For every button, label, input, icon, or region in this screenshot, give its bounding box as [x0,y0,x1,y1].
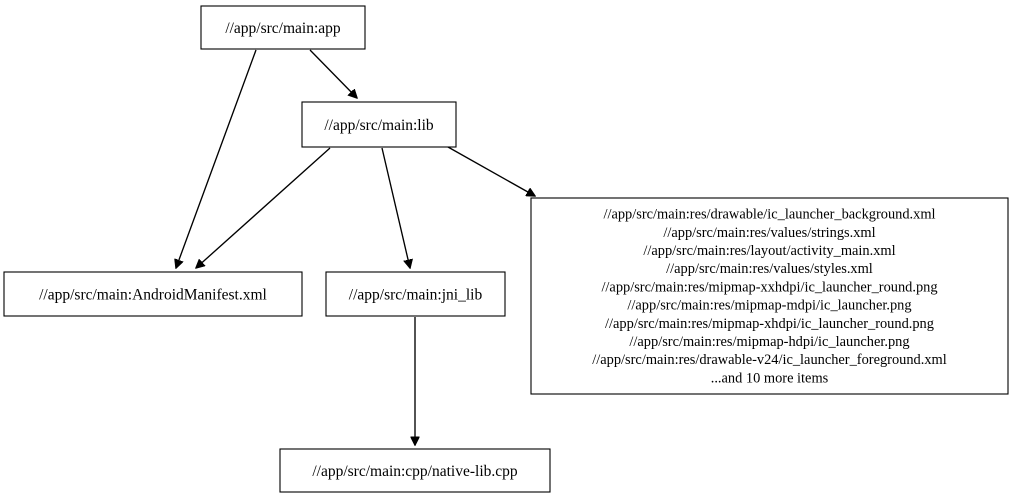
node-manifest[interactable]: //app/src/main:AndroidManifest.xml [3,271,303,317]
node-res_group[interactable]: //app/src/main:res/drawable/ic_launcher_… [530,197,1009,395]
edge-line [176,49,257,268]
node-native_lib[interactable]: //app/src/main:cpp/native-lib.cpp [279,448,551,493]
edge-line [309,49,357,98]
edge-lib-to-jni_lib [381,147,410,268]
nodes-layer: //app/src/main:app //app/src/main:lib //ap… [3,5,1009,493]
edge-app-to-lib [309,49,357,98]
node-label-line: //app/src/main:res/layout/activity_main.… [643,243,895,259]
edge-line [381,147,410,268]
edges-layer [176,49,535,445]
node-box[interactable] [530,197,1009,395]
node-box[interactable] [279,448,551,493]
node-label: //app/src/main:jni_lib [349,287,483,304]
node-label-line: //app/src/main:res/mipmap-xxhdpi/ic_laun… [601,279,937,295]
node-label-line: //app/src/main:res/drawable-v24/ic_launc… [592,352,946,368]
node-box[interactable] [325,271,506,317]
node-lib[interactable]: //app/src/main:lib [301,101,457,148]
node-jni_lib[interactable]: //app/src/main:jni_lib [325,271,506,317]
edge-app-to-manifest [176,49,257,268]
node-label: //app/src/main:AndroidManifest.xml [39,287,267,304]
node-label: //app/src/main:cpp/native-lib.cpp [312,463,518,480]
node-label-line: //app/src/main:res/drawable/ic_launcher_… [603,207,935,223]
node-label-line: //app/src/main:res/values/strings.xml [663,225,875,241]
node-label-line: ...and 10 more items [711,370,829,386]
node-label-line: //app/src/main:res/mipmap-xhdpi/ic_launc… [605,316,934,332]
node-label-line: //app/src/main:res/values/styles.xml [666,261,873,277]
edge-line [447,146,535,196]
node-box[interactable] [3,271,303,317]
edge-lib-to-manifest [196,147,331,268]
node-label: //app/src/main:lib [324,117,434,134]
node-label-line: //app/src/main:res/mipmap-mdpi/ic_launch… [627,298,911,314]
node-label: //app/src/main:app [225,20,341,37]
node-box[interactable] [301,101,457,148]
edge-lib-to-res_group [447,146,535,196]
node-box[interactable] [200,5,366,50]
node-app[interactable]: //app/src/main:app [200,5,366,50]
edge-line [196,147,331,268]
node-label-line: //app/src/main:res/mipmap-hdpi/ic_launch… [629,334,909,350]
